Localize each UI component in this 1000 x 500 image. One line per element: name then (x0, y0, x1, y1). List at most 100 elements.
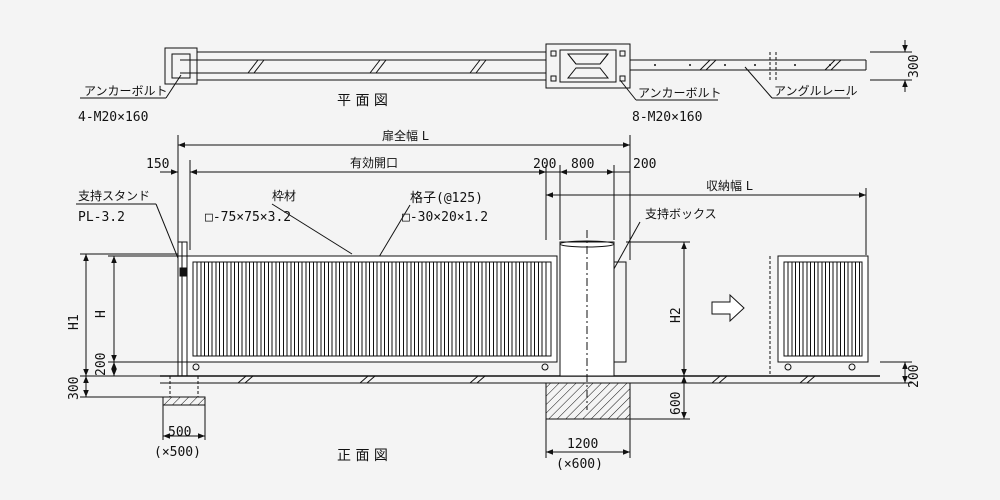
lattice-bar (286, 261, 292, 357)
dim-200-right: 200 (907, 365, 922, 388)
lattice-bar (406, 261, 412, 357)
lattice-bar (504, 261, 509, 357)
frame-label: 枠材 (272, 189, 296, 203)
plan-title: 平 面 図 (337, 93, 388, 109)
dim-h: H (94, 310, 109, 318)
lattice-bar (316, 261, 322, 357)
lattice-bar (817, 261, 823, 357)
lattice-bar (391, 261, 397, 357)
front-dimensions (160, 135, 867, 260)
lattice-bar (414, 261, 419, 357)
plan-anchor-right-spec: 8-M20×160 (632, 110, 702, 125)
lattice-bar (369, 261, 374, 357)
gate-frame (186, 255, 558, 363)
front-title: 正 面 図 (337, 448, 388, 464)
lattice-bar (511, 261, 517, 357)
lattice-bar (474, 261, 479, 357)
right-footing (545, 382, 631, 420)
left-footing (162, 396, 206, 406)
plan-rail-dots (654, 64, 831, 66)
lattice-bar (825, 261, 830, 357)
plan-anchor-left-spec: 4-M20×160 (78, 110, 148, 125)
lattice-bar (271, 261, 277, 357)
lattice-bar (541, 261, 547, 357)
lattice-bar (496, 261, 502, 357)
plan-dim-depth: 300 (907, 55, 922, 78)
lattice-bar (226, 261, 232, 357)
stand-spec: PL-3.2 (78, 210, 125, 225)
footing-right-sub: (×600) (556, 457, 603, 472)
plan-anchor-left-label: アンカーボルト (84, 84, 168, 98)
opening-label: 有効開口 (350, 155, 398, 170)
lattice-bar (309, 261, 314, 357)
lattice-bar (466, 261, 472, 357)
lattice-bar (241, 261, 247, 357)
stored-gate-frame (777, 255, 869, 363)
box-label: 支持ボックス (645, 206, 717, 221)
lattice-bar (294, 261, 299, 357)
stored-gate-bars (787, 261, 860, 357)
lattice-bar (234, 261, 239, 357)
lattice-bar (840, 261, 845, 357)
plan-hatch-marks (247, 59, 842, 74)
dim-h1: H1 (67, 314, 82, 330)
lattice-bar (399, 261, 404, 357)
front-gate (80, 230, 912, 458)
lattice-bar (526, 261, 532, 357)
lattice-bar (847, 261, 853, 357)
lattice-bar (436, 261, 442, 357)
dim-200-b: 200 (633, 157, 656, 172)
lattice-bar (810, 261, 815, 357)
lattice-bar (459, 261, 464, 357)
door-width-label: 扉全幅 L (382, 128, 429, 143)
lattice-bar (384, 261, 389, 357)
lattice-bar (444, 261, 449, 357)
footing-left-dim: 500 (168, 425, 191, 440)
dim-300: 300 (67, 377, 82, 400)
dim-150: 150 (146, 157, 169, 172)
lattice-bar (196, 261, 202, 357)
lattice-bar (451, 261, 457, 357)
footing-left-sub: (×500) (154, 445, 201, 460)
plan-view (80, 40, 912, 101)
lattice-bar (249, 261, 254, 357)
lattice-bar (354, 261, 359, 357)
gate-lattice-bars (196, 261, 547, 357)
plan-rail-label: アングルレール (774, 84, 858, 98)
lattice-bar (204, 261, 209, 357)
lattice-bar (361, 261, 367, 357)
lattice-bar (264, 261, 269, 357)
ground-hatch (237, 375, 816, 384)
lattice-bar (219, 261, 224, 357)
lattice-bar (346, 261, 352, 357)
plan-left-base (164, 47, 198, 85)
lattice-bar (301, 261, 307, 357)
lattice-bar (519, 261, 524, 357)
lattice-bar (421, 261, 427, 357)
dim-800: 800 (571, 157, 594, 172)
lattice-bar (256, 261, 262, 357)
lattice-bar (279, 261, 284, 357)
lattice-bar (481, 261, 487, 357)
lattice-bar (802, 261, 808, 357)
frame-spec: □-75×75×3.2 (205, 210, 291, 225)
footing-right-dim: 1200 (567, 437, 598, 452)
dim-200-a: 200 (533, 157, 556, 172)
plan-anchor-right-label: アンカーボルト (638, 86, 722, 100)
lattice-bar (787, 261, 793, 357)
lattice-spec: □-30×20×1.2 (402, 210, 488, 225)
lattice-bar (376, 261, 382, 357)
lattice-label: 格子(@125) (410, 190, 483, 206)
lattice-bar (429, 261, 434, 357)
lattice-bar (855, 261, 860, 357)
lattice-bar (331, 261, 337, 357)
plan-support-box (545, 43, 631, 89)
lattice-bar (489, 261, 494, 357)
lattice-bar (534, 261, 539, 357)
slide-direction-arrow (711, 293, 745, 323)
dim-600: 600 (669, 392, 684, 415)
lattice-bar (339, 261, 344, 357)
storage-width-label: 収納幅 L (706, 178, 753, 193)
dim-200-bottom: 200 (94, 353, 109, 376)
